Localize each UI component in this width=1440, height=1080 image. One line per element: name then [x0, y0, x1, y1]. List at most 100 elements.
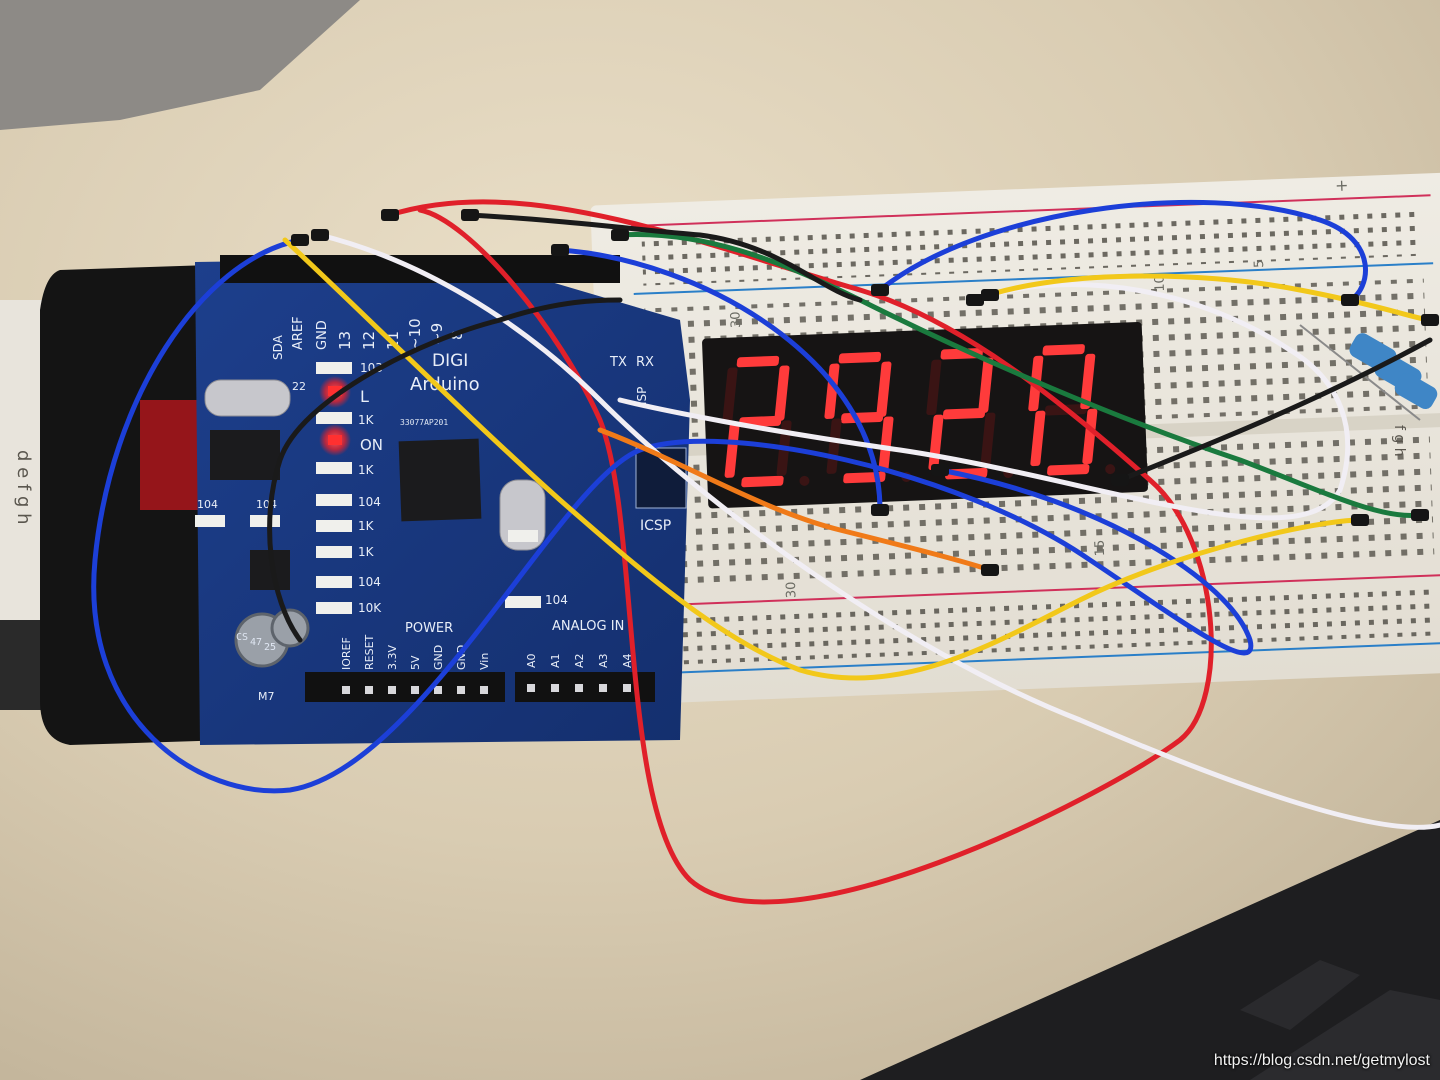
orange-jumper-wire[interactable] — [597, 427, 993, 573]
header-pin[interactable] — [599, 684, 607, 692]
digit-0-segment-e — [724, 422, 740, 478]
res-label-104-c: 104 — [545, 593, 568, 607]
label-rx: RX — [636, 355, 654, 370]
pin-label: A0 — [525, 653, 538, 668]
label-sda: SDA — [271, 334, 285, 360]
pin-label: Vin — [478, 653, 491, 670]
wire-connector-end — [966, 294, 984, 306]
pin-label: GND — [432, 645, 445, 670]
digit-3-segment-a — [1042, 344, 1085, 356]
label-power: POWER — [405, 621, 453, 636]
res-label-1k-a: 1K — [358, 413, 375, 427]
digit-3-decimal-point — [1105, 464, 1116, 475]
header-pin[interactable] — [457, 686, 465, 694]
header-pin[interactable] — [623, 684, 631, 692]
header-pin[interactable] — [411, 686, 419, 694]
label-icsp: ICSP — [640, 518, 671, 534]
header-pin[interactable] — [365, 686, 373, 694]
res-label-1k-c: 1K — [358, 519, 375, 533]
digit-0-segment-b — [774, 365, 790, 421]
digit-3-segment-d — [1047, 464, 1090, 476]
digit-3-segment-b — [1080, 353, 1096, 410]
pin-label: RESET — [363, 634, 376, 670]
table-dark-corner — [0, 0, 360, 130]
header-pin[interactable] — [342, 686, 350, 694]
blue-jumper-wire[interactable] — [877, 199, 1368, 303]
bb-number-5: 5 — [1252, 259, 1267, 268]
battery-holder — [40, 265, 230, 745]
header-pin[interactable] — [551, 684, 559, 692]
bottom-power-rail[interactable] — [656, 583, 1438, 666]
pin-label: 5V — [409, 655, 422, 670]
digit-1-segment-a — [838, 351, 882, 364]
breadboard-letters-right: f g h — [1391, 425, 1407, 457]
pin-label: A3 — [597, 653, 610, 668]
blue-jumper-wire[interactable] — [91, 237, 1254, 794]
wire-connector-end — [931, 464, 949, 476]
wire-connector-end — [291, 234, 309, 246]
pin-label: A1 — [549, 653, 562, 668]
digit-0-segment-f — [722, 367, 738, 423]
wire-connector-end — [981, 289, 999, 301]
digit-2-segment-b — [978, 357, 994, 414]
chip-marking: 33077AP201 — [400, 418, 448, 427]
label-12: 12 — [360, 331, 378, 350]
label-10: ~10 — [406, 318, 424, 350]
label-aref: AREF — [291, 316, 306, 350]
usb-chip — [210, 430, 280, 480]
header-pin[interactable] — [434, 686, 442, 694]
black-jumper-wire[interactable] — [467, 212, 863, 303]
wire-connector-end — [461, 209, 479, 221]
bb-number-10: 10 — [1152, 275, 1168, 292]
power-header[interactable] — [305, 672, 505, 702]
label-analog-in: ANALOG IN — [552, 619, 624, 634]
cap-text-cs: CS — [236, 632, 248, 643]
black-jumper-wire[interactable] — [267, 297, 623, 643]
black-jumper-wire[interactable] — [1117, 337, 1433, 483]
microcontroller-chip — [398, 438, 482, 522]
label-m7: M7 — [258, 690, 275, 703]
jumper-wires — [91, 199, 1440, 905]
wire-connector-end — [1421, 314, 1439, 326]
res-label-10k: 10K — [358, 601, 382, 615]
pin-label: A4 — [621, 653, 634, 668]
bb-number-30-bottom: 30 — [784, 581, 800, 598]
white-jumper-wire[interactable] — [617, 281, 1351, 521]
digit-1-segment-e — [826, 418, 842, 474]
label-isp: ISP — [635, 387, 649, 405]
digit-2-segment-g — [942, 407, 986, 420]
label-13: 13 — [336, 331, 354, 350]
header-pin[interactable] — [480, 686, 488, 694]
green-jumper-wire[interactable] — [617, 231, 1423, 519]
yellow-jumper-wire[interactable] — [282, 237, 1363, 681]
pin-label: IOREF — [340, 637, 353, 670]
analog-header[interactable] — [515, 672, 655, 702]
wire-connector-end — [871, 504, 889, 516]
pin-label: 3.3V — [386, 645, 399, 670]
wire-connector-end — [611, 229, 629, 241]
top-power-rail[interactable] — [641, 205, 1423, 286]
res-label-1k-b: 1K — [358, 463, 375, 477]
label-gnd: GND — [315, 320, 330, 350]
crystal — [204, 379, 291, 417]
watermark-text: https://blog.csdn.net/getmylost — [1213, 1052, 1430, 1069]
digit-3-segment-e — [1030, 410, 1046, 467]
header-pin[interactable] — [575, 684, 583, 692]
header-pin[interactable] — [527, 684, 535, 692]
res-label-104-a: 104 — [358, 495, 381, 509]
label-22: 22 — [292, 380, 306, 393]
yellow-jumper-wire[interactable] — [972, 273, 1433, 323]
seven-segment-display — [702, 321, 1148, 509]
breadboard-letters-left: d e f g h — [13, 450, 34, 525]
blue-jumper-wire[interactable] — [557, 247, 883, 513]
label-tx: TX — [609, 355, 627, 370]
header-pin[interactable] — [388, 686, 396, 694]
digit-0-decimal-point — [799, 475, 810, 486]
digit-3-segment-c — [1082, 408, 1098, 465]
wire-connector-end — [551, 244, 569, 256]
digit-1-segment-c — [878, 416, 894, 472]
wire-connector-end — [1111, 474, 1129, 486]
white-jumper-wire[interactable] — [317, 232, 1440, 830]
